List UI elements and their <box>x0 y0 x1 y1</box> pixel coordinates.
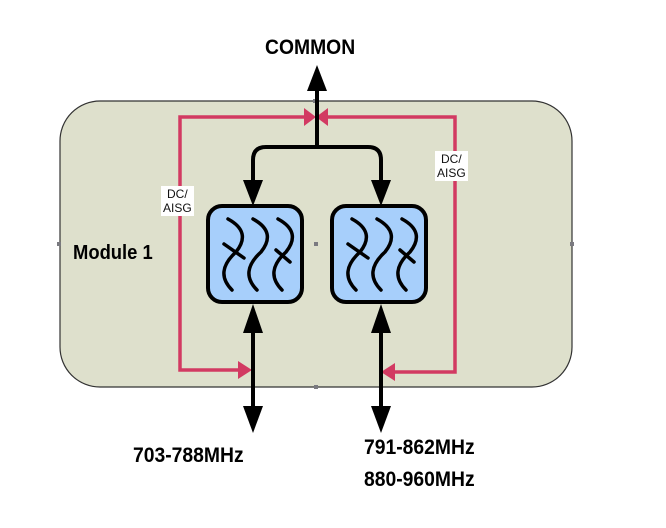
selection-handle <box>314 385 318 389</box>
module-label: Module 1 <box>73 242 153 264</box>
right-port-down-arrowhead <box>371 406 391 433</box>
dc-aisg-tag-right: DC/ AISG <box>435 151 468 181</box>
dc-aisg-tag-left: DC/ AISG <box>161 186 194 216</box>
right-port-up-arrowhead <box>371 304 391 333</box>
filter-2 <box>330 204 428 304</box>
dc-arrowhead-left-top <box>304 108 316 126</box>
right-port-band-label-1: 791-862MHz <box>364 436 475 459</box>
filter-1 <box>206 204 304 304</box>
filter-2-input-arrowhead <box>371 180 391 206</box>
left-port-band-label: 703-788MHz <box>133 444 244 467</box>
dc-arrowhead-right-bottom <box>381 363 395 381</box>
bandpass-filter-icon <box>222 217 295 292</box>
bandpass-filter-icon <box>346 217 419 292</box>
right-port-band-label-2: 880-960MHz <box>364 468 475 491</box>
dc-aisg-tag-line1: DC/ <box>167 187 188 201</box>
filter-1-input-arrowhead <box>243 180 263 206</box>
common-port-label: COMMON <box>265 36 356 59</box>
common-arrowhead <box>307 65 327 91</box>
splitter-path <box>251 145 383 188</box>
selection-handle <box>314 242 318 246</box>
dc-aisg-tag-line2: AISG <box>163 201 192 215</box>
dc-arrowhead-left-bottom <box>238 361 252 379</box>
dc-aisg-tag-line2: AISG <box>437 166 466 180</box>
selection-handle <box>57 242 61 246</box>
dc-aisg-tag-line1: DC/ <box>441 152 462 166</box>
dc-path-right <box>328 115 457 374</box>
left-port-up-arrowhead <box>243 304 263 333</box>
dc-arrowhead-right-top <box>316 108 328 126</box>
left-port-down-arrowhead <box>243 406 263 433</box>
selection-handle <box>570 242 574 246</box>
dc-path-left <box>178 115 304 372</box>
